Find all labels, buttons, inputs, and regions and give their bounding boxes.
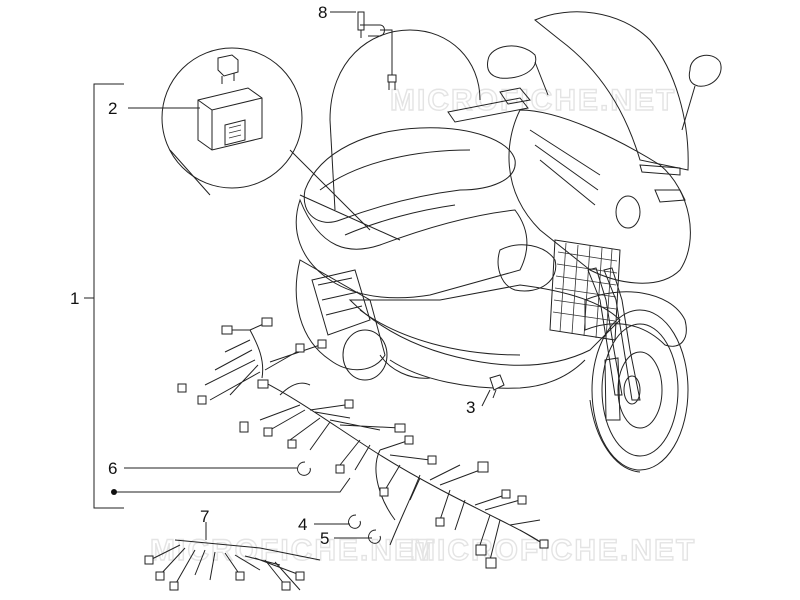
watermark-top: MICROFICHE.NET — [390, 84, 676, 117]
callout-5[interactable]: 5 — [320, 529, 329, 548]
part-5-clip — [368, 529, 381, 544]
part-8-leader — [329, 119, 336, 211]
part-4-clip — [348, 514, 361, 529]
callout-7[interactable]: 7 — [200, 507, 209, 526]
part-8-detail-arc — [329, 29, 481, 121]
part-7-secondary-harness — [149, 539, 321, 591]
callout-1-bracket — [84, 83, 124, 509]
part-6-clip — [297, 461, 311, 476]
callout-8[interactable]: 8 — [318, 3, 327, 22]
part-3-connector — [489, 374, 505, 399]
part-7-connectors — [144, 555, 305, 591]
harness-pointer-dot — [111, 489, 117, 495]
callout-3[interactable]: 3 — [466, 398, 475, 417]
callout-1[interactable]: 1 — [70, 289, 79, 308]
callout-6[interactable]: 6 — [108, 459, 117, 478]
part-2-detail-circle — [161, 47, 401, 241]
harness-pointer-line — [116, 477, 351, 493]
callout-2[interactable]: 2 — [108, 99, 117, 118]
callout-4[interactable]: 4 — [298, 515, 307, 534]
main-wiring-harness — [204, 321, 549, 561]
watermark-bottom: MICROFICHE.NET — [410, 534, 696, 567]
callout-3-leader — [481, 389, 491, 407]
harness-connectors — [177, 317, 549, 569]
watermark-left: MICROFICHE.NET — [150, 534, 436, 567]
scooter-illustration — [295, 11, 722, 473]
part-8-sensor — [357, 11, 397, 90]
